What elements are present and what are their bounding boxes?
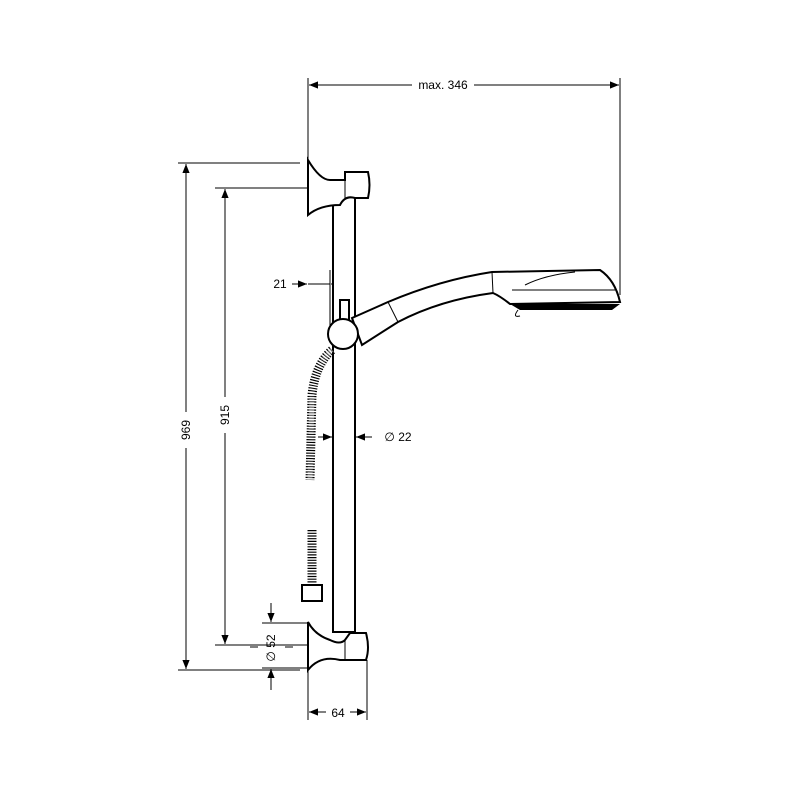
top-wall-bracket (307, 156, 371, 218)
dimension-overall-height: 969 (178, 162, 300, 671)
hand-shower (327, 268, 622, 350)
hose-connector (301, 584, 323, 602)
dimension-rail-diameter: ∅ 22 (318, 430, 412, 444)
dimension-label-overall-height: 969 (179, 420, 193, 440)
shower-hose (301, 346, 336, 602)
dimension-max-reach: max. 346 (307, 78, 621, 295)
slider-knob (327, 318, 359, 350)
dimension-bracket-diameter: ∅ 52 (250, 603, 308, 690)
dimension-bracket-depth: 64 (307, 660, 368, 720)
dimension-label-bracket-spacing: 915 (218, 405, 232, 425)
shower-rail (332, 191, 356, 633)
bottom-wall-bracket (307, 621, 369, 673)
shower-head-face (510, 304, 620, 310)
slider-pin (339, 299, 350, 321)
dimension-label-bracket-diameter: ∅ 52 (264, 634, 278, 661)
dimension-label-max-reach: max. 346 (418, 78, 468, 92)
dimension-label-wall-offset: 21 (273, 277, 287, 291)
dimension-label-bracket-depth: 64 (331, 706, 345, 720)
dimension-label-rail-diameter: ∅ 22 (384, 430, 411, 444)
dimension-bracket-spacing: 915 (215, 187, 340, 646)
